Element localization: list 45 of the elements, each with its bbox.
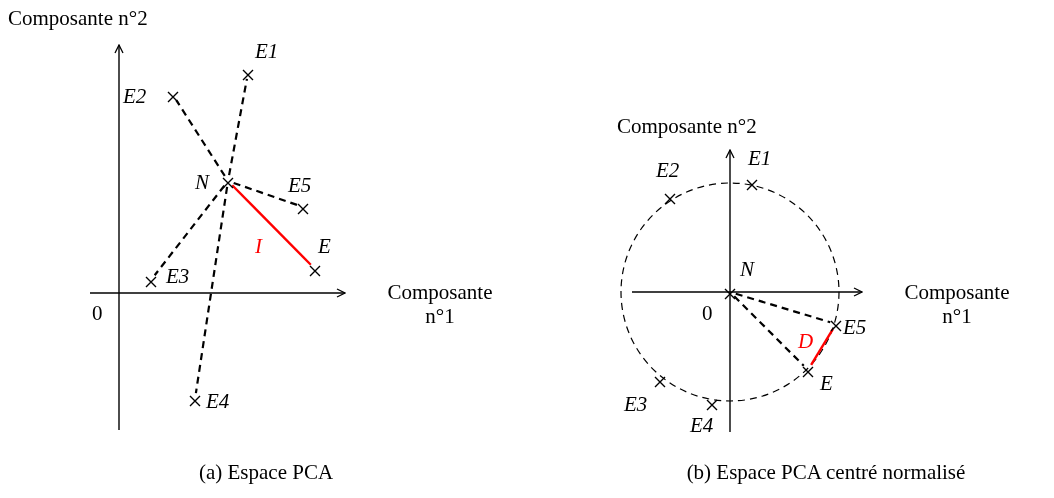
cross-marker bbox=[802, 364, 814, 376]
cross-marker bbox=[654, 374, 666, 386]
cross-marker bbox=[724, 286, 736, 298]
axis-origin: 0 bbox=[92, 301, 103, 326]
cross-marker bbox=[189, 393, 201, 405]
cross-marker bbox=[309, 263, 321, 275]
point-label: E5 bbox=[843, 317, 867, 338]
dashed-line bbox=[233, 181, 298, 207]
point-label: E3 bbox=[624, 394, 648, 415]
point-label: E1 bbox=[748, 148, 772, 169]
cross-marker bbox=[664, 191, 676, 203]
point-label: E2 bbox=[656, 160, 680, 181]
dashed-line bbox=[735, 292, 831, 324]
point-label: E2 bbox=[123, 86, 147, 107]
cross-marker bbox=[222, 175, 234, 187]
cross-marker bbox=[830, 318, 842, 330]
connector-line bbox=[231, 184, 312, 266]
dashed-line bbox=[153, 185, 226, 276]
axis-title: Composante n°2 bbox=[617, 114, 757, 139]
figure-caption: (b) Espace PCA centré normalisé bbox=[686, 460, 966, 485]
axis-title: Composante n°1 bbox=[386, 280, 494, 329]
dashed-line bbox=[175, 99, 226, 177]
cross-marker bbox=[242, 67, 254, 79]
cross-marker bbox=[706, 397, 718, 409]
point-label: E4 bbox=[690, 415, 714, 436]
point-label: E1 bbox=[255, 41, 279, 62]
cross-marker bbox=[746, 177, 758, 189]
figure-caption: (a) Espace PCA bbox=[198, 460, 334, 485]
cross-marker bbox=[145, 274, 157, 286]
dashed-line bbox=[733, 295, 805, 367]
point-label: N bbox=[195, 172, 209, 193]
cross-marker bbox=[167, 89, 179, 101]
point-label: N bbox=[740, 259, 754, 280]
point-label: E bbox=[820, 373, 833, 394]
point-label: E3 bbox=[166, 266, 190, 287]
dashed-line bbox=[194, 186, 229, 394]
axis-origin: 0 bbox=[702, 301, 713, 326]
dashed-line bbox=[228, 78, 248, 176]
axis-title: Composante n°2 bbox=[8, 6, 148, 31]
connector-line bbox=[810, 328, 834, 366]
point-label: E4 bbox=[206, 391, 230, 412]
point-label: E bbox=[318, 236, 331, 257]
cross-marker bbox=[297, 201, 309, 213]
point-label: E5 bbox=[288, 175, 312, 196]
axis-title: Composante n°1 bbox=[903, 280, 1011, 329]
